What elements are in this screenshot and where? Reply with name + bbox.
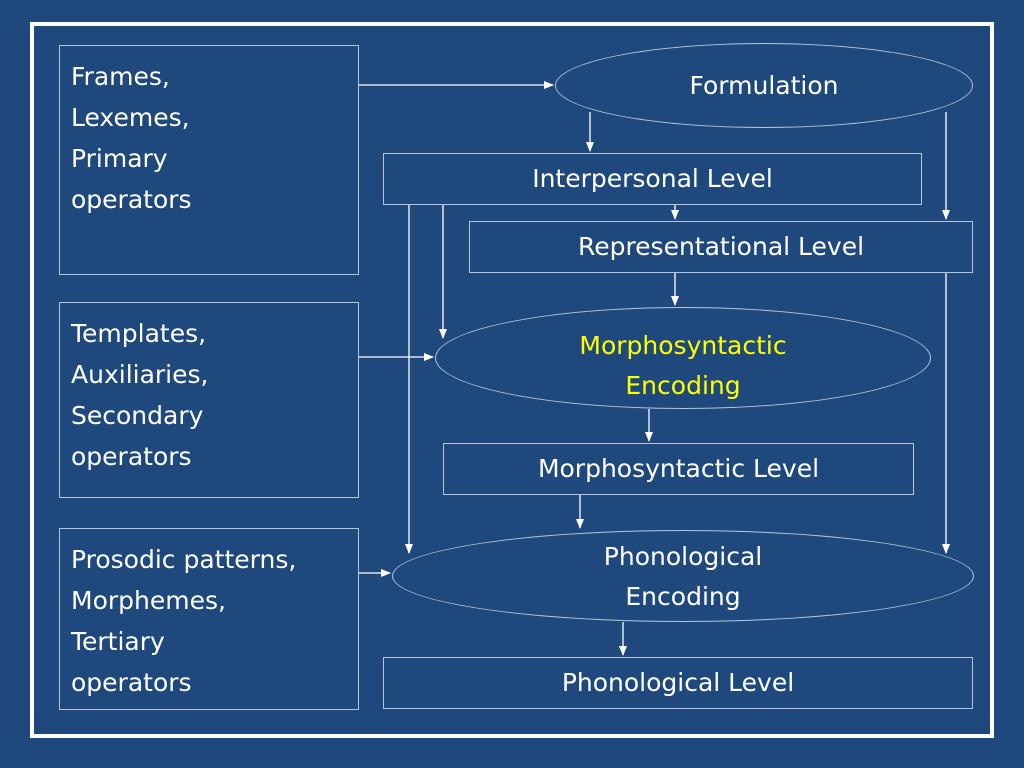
resource-line: Frames, <box>71 62 170 91</box>
morphosyntactic-level-label: Morphosyntactic Level <box>537 454 820 483</box>
representational-level-box: Representational Level <box>469 221 973 273</box>
formulation-label: Formulation <box>689 71 839 100</box>
phonological-encoding-label-line: Encoding <box>625 582 741 611</box>
resource-line: operators <box>71 668 192 697</box>
morphosyntactic-level-box: Morphosyntactic Level <box>443 443 914 495</box>
interpersonal-level-box: Interpersonal Level <box>383 153 922 205</box>
resource-line: Prosodic patterns, <box>71 545 297 574</box>
frames-lexemes-box: Frames, Lexemes, Primary operators <box>59 45 359 275</box>
templates-auxiliaries-box: Templates, Auxiliaries, Secondary operat… <box>59 302 359 498</box>
formulation-ellipse: Formulation <box>555 43 973 128</box>
resource-line: Primary <box>71 144 168 173</box>
interpersonal-level-label: Interpersonal Level <box>532 164 773 193</box>
resource-line: Tertiary <box>71 627 165 656</box>
resource-line: Morphemes, <box>71 586 226 615</box>
resource-line: Lexemes, <box>71 103 190 132</box>
morphosyntactic-encoding-label-line: Morphosyntactic <box>579 331 787 360</box>
resource-line: operators <box>71 442 192 471</box>
representational-level-label: Representational Level <box>577 232 865 261</box>
resource-line: Templates, <box>71 319 207 348</box>
phonological-encoding-ellipse: Phonological Encoding <box>392 530 974 622</box>
morphosyntactic-encoding-ellipse: Morphosyntactic Encoding <box>435 307 931 409</box>
slide-frame <box>30 22 994 738</box>
prosodic-patterns-box: Prosodic patterns, Morphemes, Tertiary o… <box>59 528 359 710</box>
morphosyntactic-encoding-label-line: Encoding <box>625 371 741 400</box>
resource-line: operators <box>71 185 192 214</box>
phonological-level-box: Phonological Level <box>383 657 973 709</box>
phonological-encoding-label-line: Phonological <box>603 542 763 571</box>
resource-line: Secondary <box>71 401 204 430</box>
resource-line: Auxiliaries, <box>71 360 209 389</box>
phonological-level-label: Phonological Level <box>561 668 795 697</box>
